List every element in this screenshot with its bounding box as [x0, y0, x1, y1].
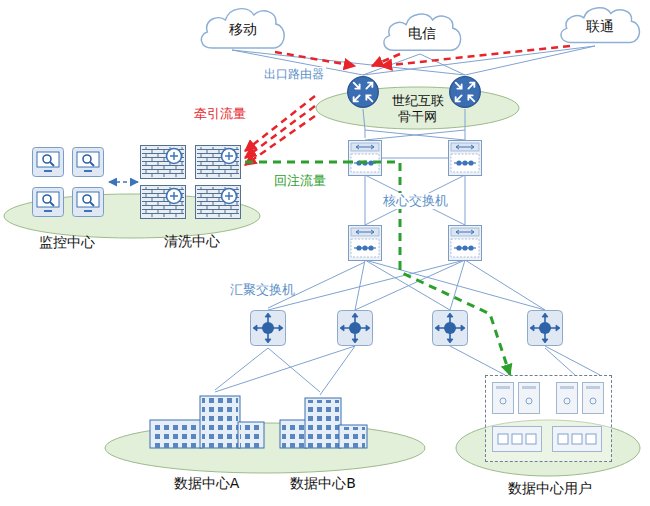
flow-label: 回注流量	[272, 173, 328, 189]
flow-label: 牵引流量	[192, 106, 248, 122]
connector	[545, 348, 575, 375]
aggregation-switch-group: 汇聚交换机	[248, 308, 565, 348]
carrier-cloud: 电信	[378, 8, 466, 54]
scrubbing-center: 清洗中心	[138, 143, 245, 223]
data-center: 数据中心A	[148, 390, 265, 448]
node-label: 清洗中心	[138, 233, 245, 251]
node-label: 移动	[229, 21, 257, 39]
ground-ellipses	[4, 194, 640, 476]
node-label: 汇聚交换机	[222, 282, 302, 298]
node-label: 数据中心用户	[476, 480, 623, 498]
monitor-center: 监控中心	[25, 143, 109, 221]
connector	[372, 54, 400, 66]
connector	[400, 262, 510, 375]
node-label: 核心交换机	[377, 193, 453, 209]
firewall-icons	[141, 146, 241, 219]
carrier-cloud: 移动	[195, 2, 290, 52]
connector	[245, 106, 315, 158]
monitor-icons	[33, 148, 104, 217]
connector	[275, 52, 355, 66]
router-label: 出口路由器	[262, 67, 326, 81]
building-icons	[150, 396, 367, 448]
data-center: 数据中心B	[278, 392, 368, 448]
aggregation-switch-icons	[251, 311, 563, 346]
connector	[109, 181, 138, 183]
node-label: 监控中心	[25, 234, 109, 252]
carrier-cloud: 联通	[555, 2, 645, 46]
customer-servers: 数据中心用户	[485, 375, 612, 462]
node-label: 数据中心A	[148, 475, 265, 493]
core-switch-icons	[349, 141, 482, 261]
node-label: 数据中心B	[273, 475, 373, 493]
node-label: 世纪互联 骨干网	[386, 93, 450, 125]
core-switch-group: 核心交换机	[345, 138, 485, 262]
connector	[215, 348, 268, 390]
node-label: 电信	[408, 25, 436, 43]
connector	[365, 130, 366, 138]
network-links	[215, 46, 600, 395]
node-label: 联通	[586, 18, 614, 36]
connector	[245, 161, 345, 164]
backbone-ellipse: 世纪互联 骨干网	[315, 66, 520, 130]
connector	[268, 348, 320, 392]
